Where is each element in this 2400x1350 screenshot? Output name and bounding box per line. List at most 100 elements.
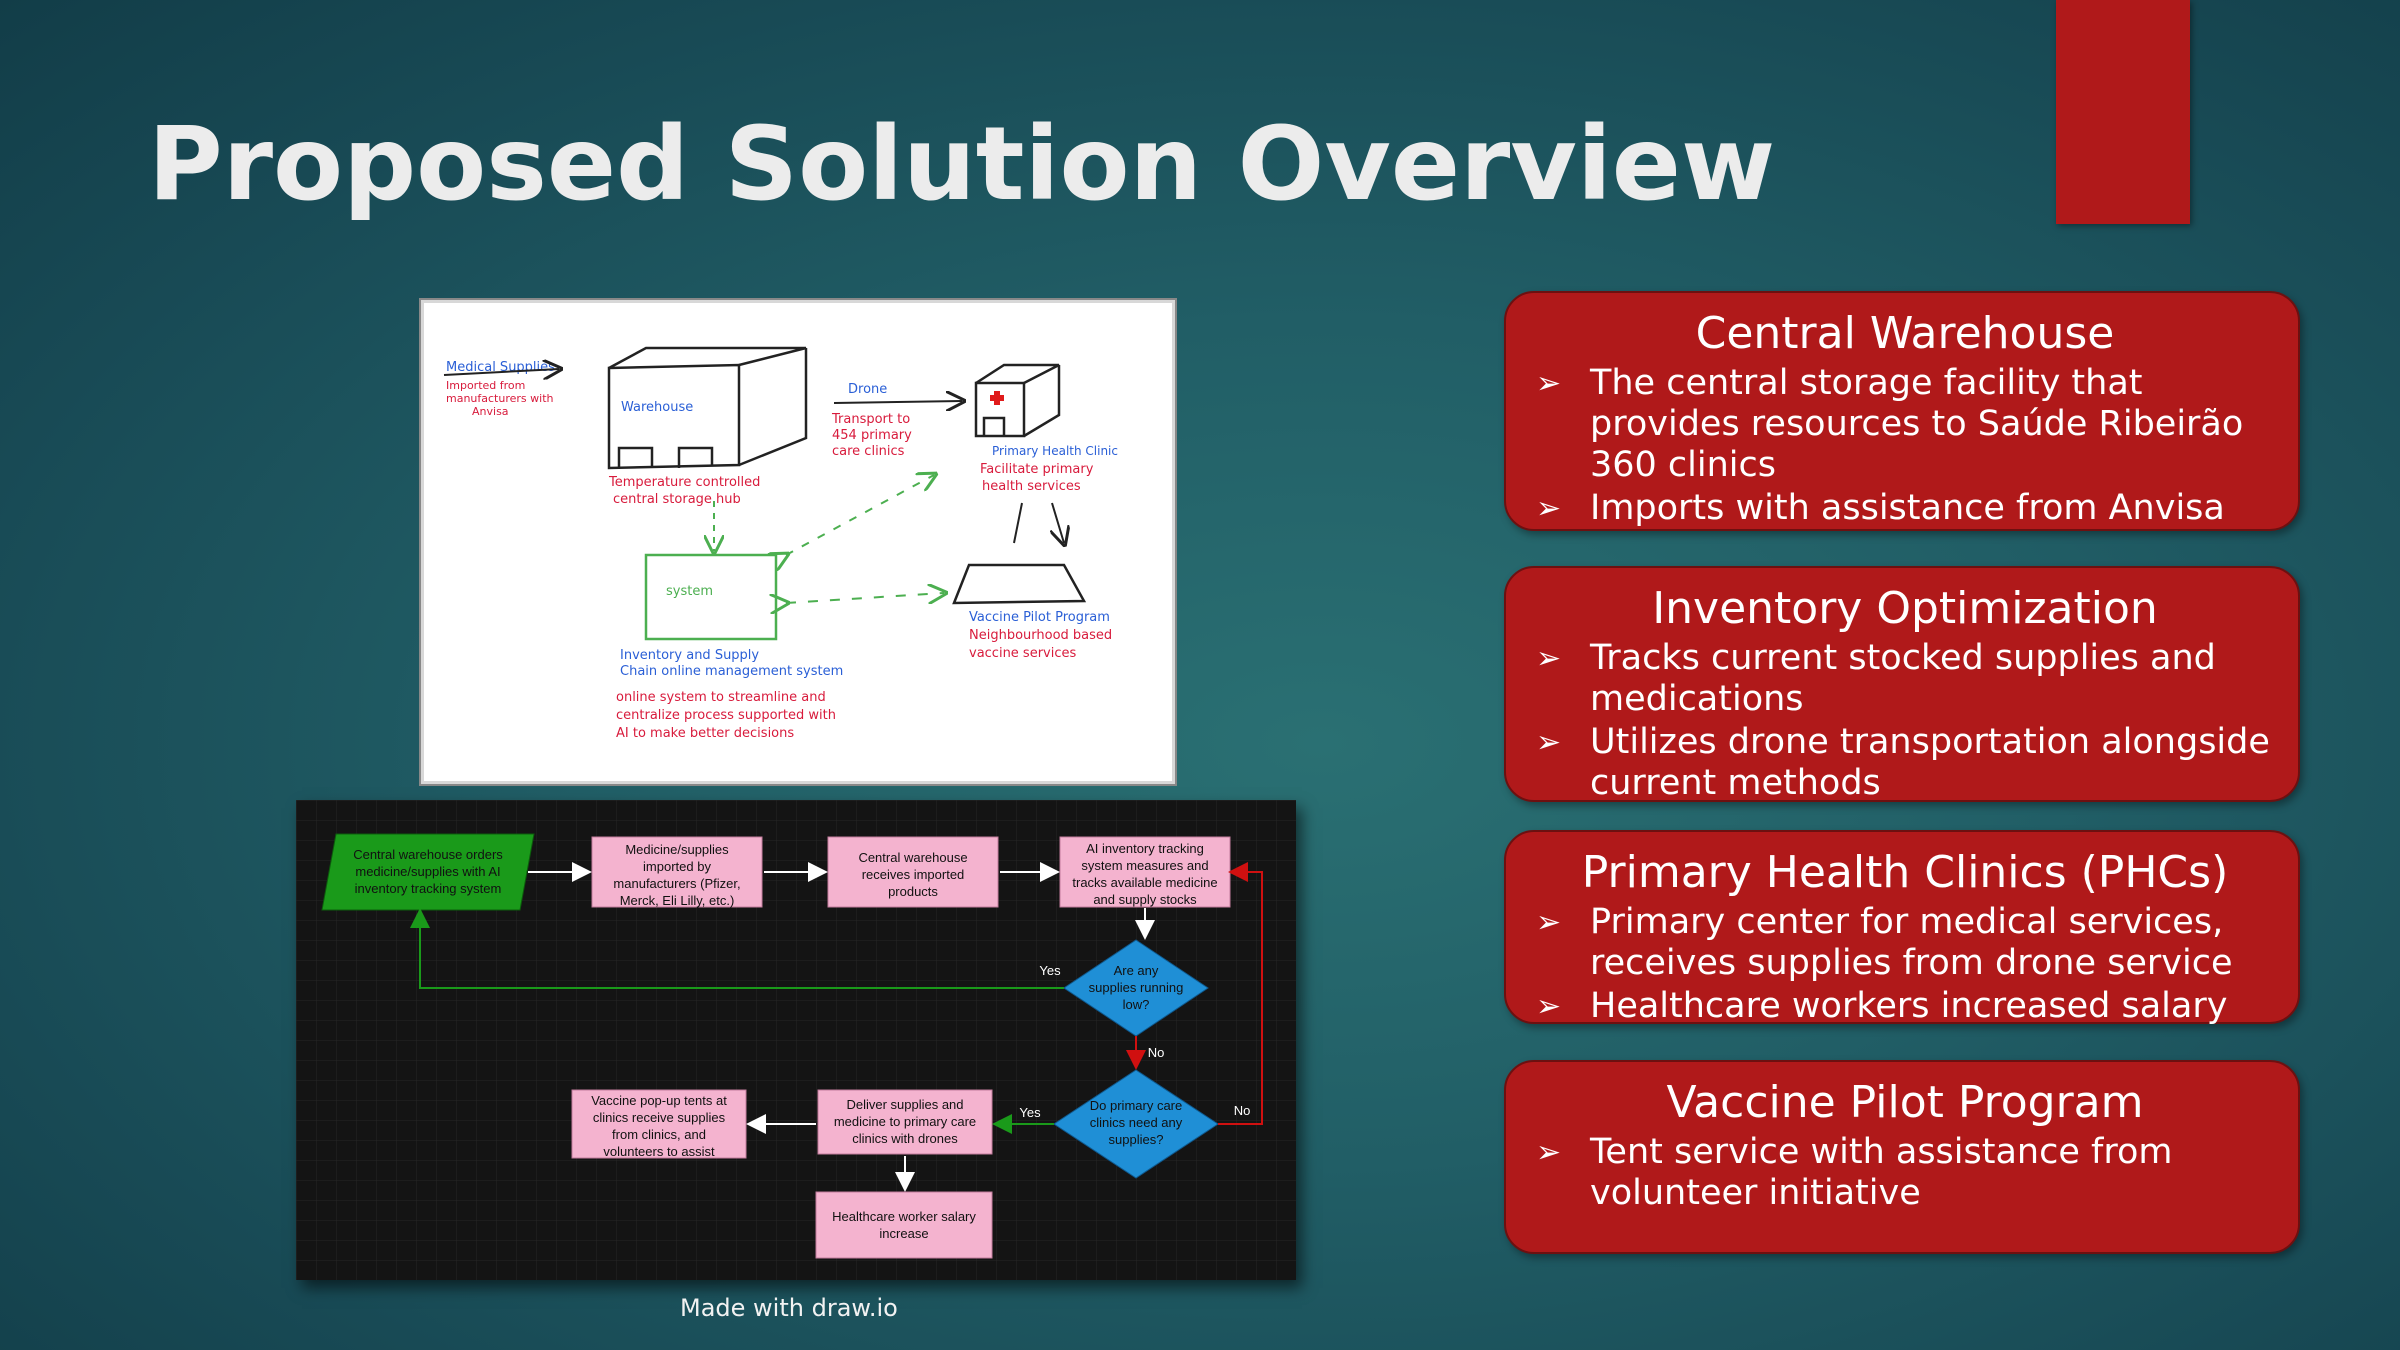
arrowhead-bullet-icon: ➢: [1536, 725, 1562, 760]
flow-start-2: medicine/supplies with AI: [355, 864, 500, 879]
arrowhead-bullet-icon: ➢: [1536, 491, 1562, 526]
flow-tracking-3: tracks available medicine: [1072, 875, 1217, 890]
system-pilot-link: [786, 593, 944, 603]
sketch-pilot-1: Vaccine Pilot Program: [969, 610, 1110, 625]
flow-yes-loop: [410, 908, 1064, 989]
card-bullet: ➢ Healthcare workers increased salary: [1536, 986, 2274, 1027]
card-bullet-text: Healthcare workers increased salary: [1590, 986, 2228, 1026]
sketch-system-desc-3: AI to make better decisions: [616, 726, 794, 741]
flow-deliver-node: [817, 1089, 993, 1155]
flow-salary-node: [815, 1191, 993, 1259]
card-bullet: ➢Imports with assistance from Anvisa: [1536, 488, 2274, 529]
sketch-system-note-2: Chain online management system: [620, 664, 843, 679]
flow-deliver-1: Deliver supplies and: [846, 1097, 963, 1112]
sketch-pilot-2: Neighbourhood based: [969, 628, 1112, 643]
card-bullet-text: Primary center for medical services, rec…: [1590, 902, 2233, 983]
sketch-drone-note-2: 454 primary: [832, 428, 912, 443]
flow-tracking-2: system measures and: [1081, 858, 1208, 873]
arrowhead-bullet-icon: ➢: [1536, 641, 1562, 676]
arrowhead-bullet-icon: ➢: [1536, 989, 1562, 1024]
card-bullet: ➢ Primary center for medical services, re…: [1536, 902, 2274, 984]
drawio-caption: Made with draw.io: [680, 1294, 898, 1322]
flow-imported-3: manufacturers (Pfizer,: [613, 876, 740, 891]
flow-receives-node: [827, 836, 999, 908]
card-bullet: ➢ The central storage facility that provi…: [1536, 363, 2274, 486]
flow-popup-3: from clinics, and: [612, 1127, 706, 1142]
sketch-warehouse: Warehouse: [621, 400, 693, 415]
arrowhead-bullet-icon: ➢: [1536, 366, 1562, 401]
slide-title: Proposed Solution Overview: [148, 105, 1776, 224]
card-bullet-text: Tracks current stocked supplies and medi…: [1590, 638, 2216, 719]
flow-deliver-3: clinics with drones: [852, 1131, 958, 1146]
flowchart-svg: Central warehouse orders medicine/suppli…: [296, 800, 1296, 1280]
flow-start-1: Central warehouse orders: [353, 847, 503, 862]
arrowhead-bullet-icon: ➢: [1536, 1135, 1562, 1170]
sketch-imported-3: Anvisa: [472, 405, 509, 418]
tent-drawing: [952, 563, 1087, 605]
red-cross-icon: [990, 391, 1004, 405]
card-bullet: ➢ Tracks current stocked supplies and med…: [1536, 638, 2274, 720]
flow-popup-1: Vaccine pop-up tents at: [591, 1093, 727, 1108]
flow-salary-1: Healthcare worker salary: [832, 1209, 976, 1224]
sketch-drone-note-3: care clinics: [832, 444, 905, 459]
flow-decision-2: [1053, 1069, 1219, 1179]
sketch-diagram: Medical Supplies Imported from manufactu…: [421, 300, 1175, 784]
flow-no-label-1: No: [1148, 1045, 1165, 1060]
flow-decision2-3: supplies?: [1109, 1132, 1164, 1147]
flow-tracking-1: AI inventory tracking: [1086, 841, 1204, 856]
clinic-drawing: [974, 363, 1061, 438]
card-bullet: ➢ Utilizes drone transportation alongside…: [1536, 722, 2274, 804]
flow-deliver-2: medicine to primary care: [834, 1114, 976, 1129]
flow-imported-node: [591, 836, 763, 908]
flow-decision1-2: supplies running: [1089, 980, 1184, 995]
sketch-system-desc-1: online system to streamline and: [616, 690, 826, 705]
card-bullet-text: Utilizes drone transportation alongside …: [1590, 722, 2270, 803]
flow-imported-4: Merck, Eli Lilly, etc.): [620, 893, 735, 908]
supplies-arrow: [443, 369, 559, 375]
sketch-system: system: [666, 584, 713, 599]
card-title: Vaccine Pilot Program: [1666, 1077, 2144, 1128]
sketch-system-desc-2: centralize process supported with: [616, 708, 836, 723]
card-bullet-text: Tent service with assistance from volunt…: [1590, 1132, 2173, 1213]
system-clinic-link: [786, 475, 934, 555]
flow-imported-2: imported by: [643, 859, 711, 874]
flow-start-3: inventory tracking system: [355, 881, 502, 896]
flow-receives-2: receives imported: [862, 867, 965, 882]
sketch-clinic-3: health services: [982, 479, 1081, 494]
flow-popup-node: [571, 1089, 747, 1159]
flow-imported-1: Medicine/supplies: [625, 842, 729, 857]
warehouse-drawing: [607, 346, 808, 470]
sketch-drone: Drone: [848, 382, 887, 397]
sketch-drone-note-1: Transport to: [831, 412, 910, 427]
flow-receives-3: products: [888, 884, 938, 899]
arrowhead-bullet-icon: ➢: [1536, 905, 1562, 940]
flow-decision2-2: clinics need any: [1090, 1115, 1183, 1130]
flowchart: Central warehouse orders medicine/suppli…: [296, 800, 1296, 1280]
sketch-system-note-1: Inventory and Supply: [620, 648, 759, 663]
card-bullet: ➢ Tent service with assistance from volun…: [1536, 1132, 2274, 1214]
clinic-arrows: [1013, 502, 1064, 543]
sketch-clinic-1: Primary Health Clinic: [992, 444, 1118, 458]
card-inventory-optimization: Inventory Optimization ➢ Tracks current s…: [1504, 566, 2300, 804]
flow-popup-2: clinics receive supplies: [593, 1110, 726, 1125]
sketch-warehouse-note-1: Temperature controlled: [608, 475, 760, 490]
accent-tab: [2056, 0, 2190, 224]
card-central-warehouse: Central Warehouse ➢ The central storage f…: [1504, 291, 2300, 531]
card-bullet-text: The central storage facility that provid…: [1590, 363, 2244, 485]
card-title: Central Warehouse: [1695, 308, 2115, 359]
card-title: Primary Health Clinics (PHCs): [1581, 847, 2229, 898]
card-title: Inventory Optimization: [1652, 583, 2158, 634]
flow-decision2-1: Do primary care: [1090, 1098, 1182, 1113]
flow-yes-label-1: Yes: [1039, 963, 1061, 978]
flow-tracking-4: and supply stocks: [1093, 892, 1197, 907]
drone-arrow: [833, 401, 962, 403]
sketch-svg: Medical Supplies Imported from manufactu…: [443, 346, 1118, 741]
sketch-pilot-3: vaccine services: [969, 646, 1077, 661]
flow-decision1-3: low?: [1123, 997, 1150, 1012]
flow-salary-2: increase: [879, 1226, 928, 1241]
flow-decision1-1: Are any: [1114, 963, 1159, 978]
sketch-clinic-2: Facilitate primary: [980, 462, 1094, 477]
sketch-imported-1: Imported from: [446, 379, 525, 392]
flow-no-label-2: No: [1234, 1103, 1251, 1118]
flow-popup-4: volunteers to assist: [603, 1144, 715, 1159]
